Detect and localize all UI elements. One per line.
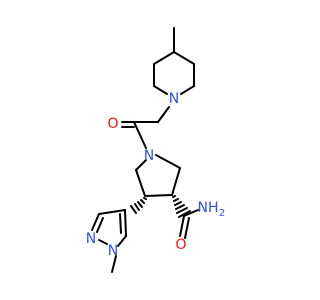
- bond-pip-n-c2b: [153, 85, 168, 95]
- atom-nh2-subscript: 2: [219, 208, 225, 219]
- bond-pz-c4-c5-double: [119, 213, 122, 234]
- hashed-wedge-pyrazole: [130, 197, 147, 214]
- bond-pip-c3b-c4: [153, 51, 175, 65]
- bond-c4-c3: [144, 194, 173, 197]
- bond-amide-c-n: [183, 209, 199, 217]
- bond-pz-n2-c3: [91, 213, 100, 231]
- molecule-structure: N O N NH 2 O N N: [86, 27, 226, 273]
- amide-nh2-label: NH 2: [198, 200, 226, 219]
- atom-n-pyrazole-1: N: [108, 243, 118, 259]
- atom-n-pyrazole-2: N: [86, 231, 96, 247]
- bond-pz-c5-n1: [117, 235, 127, 247]
- molecule-canvas: N O N NH 2 O N N: [86, 27, 226, 273]
- bond-amide-co-2: [184, 217, 190, 239]
- bond-pyrn-c5: [155, 154, 181, 169]
- bond-c2-pyrn: [135, 159, 147, 171]
- atom-n-pyrrolidine: N: [144, 148, 154, 164]
- bond-carbonyl-pyrn: [133, 121, 147, 149]
- bond-pz-n1-n2: [98, 239, 108, 245]
- atom-n-piperidine: N: [169, 91, 179, 107]
- bond-pz-c4-c5: [124, 209, 127, 237]
- atom-nh-amide: NH: [198, 200, 219, 216]
- bond-pip-c4-c3a: [173, 51, 195, 65]
- bond-amide-co-1: [179, 215, 185, 237]
- hashed-wedge-amide: [172, 195, 191, 218]
- bond-c3-c2: [135, 169, 146, 197]
- bond-pz-n-methyl: [111, 255, 117, 273]
- atom-o-amide: O: [175, 237, 186, 253]
- atom-o-carbonyl: O: [107, 116, 118, 132]
- bond-pipn-ch2: [157, 106, 170, 123]
- bond-pz-n2-c3-double: [96, 217, 104, 233]
- bond-pz-c3-c4: [98, 209, 126, 215]
- bond-c5-c4: [171, 167, 181, 196]
- bond-pip-c2a-n: [180, 85, 195, 95]
